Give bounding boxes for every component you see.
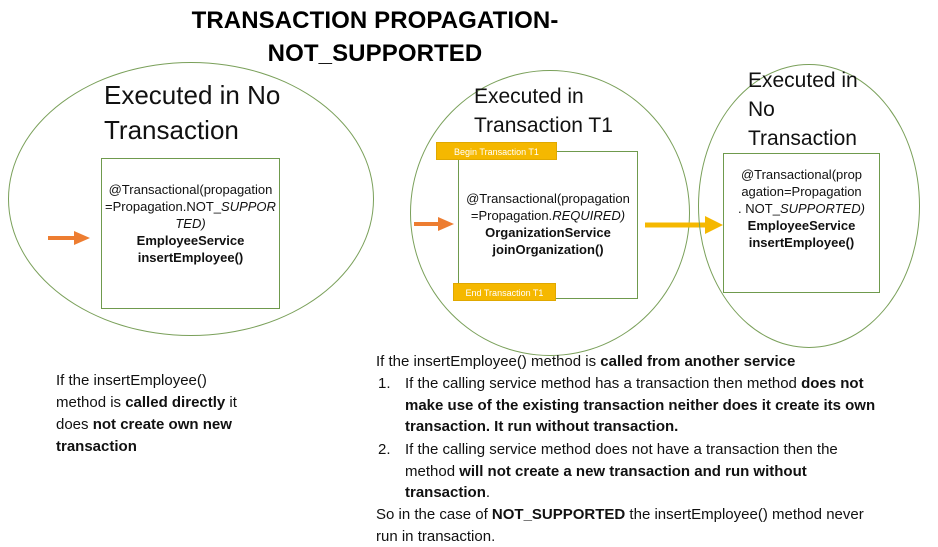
left-note-line-4: transaction [56,436,237,458]
left-incoming-arrow [46,229,92,247]
right-annotation-line-3: . NOT_SUPPORTED) [723,200,880,217]
left-annotation-line-2: =Propagation.NOT_SUPPOR [101,198,280,215]
item-2-line-2: method will not create a new transaction… [405,461,932,483]
item-2-line-3: transaction. [405,482,932,504]
end-transaction-tag: End Transaction T1 [453,283,556,301]
middle-annotation-line-1: @Transactional(propagation [458,190,638,207]
item-1-number: 1. [378,373,391,395]
left-method-name: insertEmployee() [101,249,280,266]
title-line-1: TRANSACTION PROPAGATION- [150,4,600,37]
left-annotation-line-3: TED) [101,215,280,232]
left-service-name: EmployeeService [101,232,280,249]
right-service-name: EmployeeService [723,217,880,234]
left-box-text: @Transactional(propagation =Propagation.… [101,181,280,266]
right-box-text: @Transactional(prop agation=Propagation … [723,166,880,251]
right-heading-line-1: Executed in [748,66,858,95]
right-note: If the insertEmployee() method is called… [376,351,932,373]
diagram-title: TRANSACTION PROPAGATION- NOT_SUPPORTED [150,4,600,70]
middle-service-name: OrganizationService [458,224,638,241]
middle-heading-line-2: Transaction T1 [474,111,613,140]
right-note-intro: If the insertEmployee() method is called… [376,351,932,373]
middle-method-name: joinOrganization() [458,241,638,258]
left-note-line-3: does not create own new [56,414,237,436]
left-annotation-line-1: @Transactional(propagation [101,181,280,198]
middle-heading-line-1: Executed in [474,82,613,111]
middle-annotation-line-2: =Propagation.REQUIRED) [458,207,638,224]
item-2-line-1: If the calling service method does not h… [405,439,932,461]
middle-circle-heading: Executed in Transaction T1 [474,82,613,140]
summary-line-1: So in the case of NOT_SUPPORTED the inse… [376,504,932,526]
begin-transaction-tag: Begin Transaction T1 [436,142,557,160]
item-2-number: 2. [378,439,391,461]
left-circle-heading: Executed in No Transaction [104,78,280,148]
item-1-line-1: If the calling service method has a tran… [405,373,932,395]
middle-box-text: @Transactional(propagation =Propagation.… [458,190,638,258]
right-note-item-2: 2. If the calling service method does no… [376,439,932,504]
right-method-name: insertEmployee() [723,234,880,251]
right-note-summary: So in the case of NOT_SUPPORTED the inse… [376,504,932,547]
left-note-line-2: method is called directly it [56,392,237,414]
left-heading-line-1: Executed in No [104,78,280,113]
right-heading-line-3: Transaction [748,124,858,153]
right-heading-line-2: No [748,95,858,124]
right-annotation-line-1: @Transactional(prop [723,166,880,183]
right-note-item-1: 1. If the calling service method has a t… [376,373,932,438]
left-note-line-1: If the insertEmployee() [56,370,237,392]
item-1-line-3: transaction. It run without transaction. [405,416,932,438]
item-1-line-2: make use of the existing transaction nei… [405,395,932,417]
left-note: If the insertEmployee() method is called… [56,370,237,458]
right-circle-heading: Executed in No Transaction [748,66,858,153]
right-annotation-line-2: agation=Propagation [723,183,880,200]
left-heading-line-2: Transaction [104,113,280,148]
middle-incoming-arrow [412,215,456,233]
